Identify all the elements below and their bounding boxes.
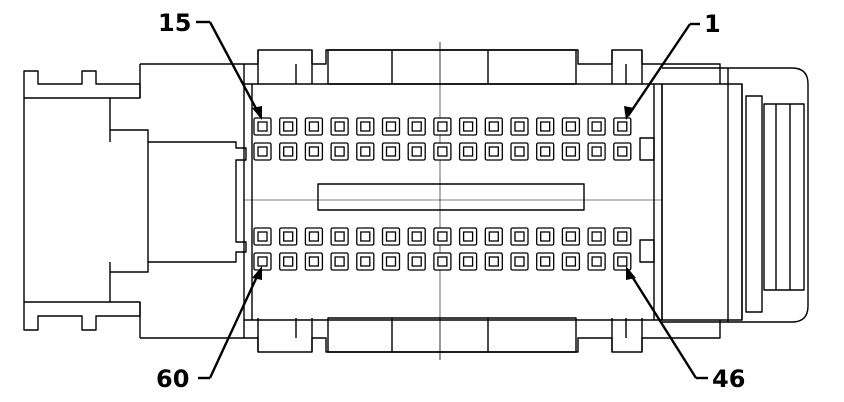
- pin-contact: [565, 256, 577, 267]
- pin-contact: [565, 146, 577, 157]
- pin-contact: [617, 146, 628, 157]
- pin-contact: [257, 256, 268, 267]
- pin-contact: [385, 231, 397, 242]
- pin-contact: [283, 256, 294, 267]
- bottom-flange: [140, 320, 721, 353]
- pin-contact: [257, 231, 268, 242]
- pin-contact: [591, 231, 602, 242]
- pin-contact: [591, 256, 602, 267]
- pin-contact: [360, 231, 371, 242]
- pin-contact: [437, 256, 448, 267]
- pin-contact: [334, 146, 345, 157]
- pin-contact: [334, 231, 345, 242]
- pin-contact: [385, 121, 397, 132]
- pin-contact: [283, 231, 294, 242]
- pin-contact: [540, 231, 551, 242]
- pin-contact: [488, 146, 499, 157]
- pin-contact: [462, 256, 474, 267]
- pin-contact: [411, 256, 422, 267]
- pin-contact: [308, 231, 320, 242]
- connector-body: [23, 42, 809, 360]
- pin-contact: [437, 121, 448, 132]
- pin-contact: [360, 121, 371, 132]
- latch-tab: [763, 103, 805, 291]
- pin-contact: [334, 256, 345, 267]
- pin-label-46: 46: [712, 365, 745, 393]
- pin-label-15: 15: [158, 9, 191, 37]
- pin-contact: [617, 121, 628, 132]
- pin-contact: [283, 146, 294, 157]
- callout-leaders: [196, 20, 708, 380]
- pin-contact: [591, 146, 602, 157]
- pin-contact: [565, 121, 577, 132]
- pin-contact: [540, 146, 551, 157]
- pin-contact: [565, 231, 577, 242]
- pin-contact: [514, 256, 525, 267]
- pin-contact: [257, 146, 268, 157]
- pin-contact: [385, 146, 397, 157]
- pin-contact: [437, 231, 448, 242]
- left-plug-outline: [23, 70, 247, 331]
- center-slot: [317, 183, 585, 211]
- pin-contact: [360, 256, 371, 267]
- pin-contact: [360, 146, 371, 157]
- pin-contact: [514, 146, 525, 157]
- pin-contact: [488, 231, 499, 242]
- pin-contact: [540, 256, 551, 267]
- pin-contact: [411, 121, 422, 132]
- pin-contact: [385, 256, 397, 267]
- pin-contact: [283, 121, 294, 132]
- pin-contact: [308, 121, 320, 132]
- pin-contact: [462, 146, 474, 157]
- pin-contact: [308, 256, 320, 267]
- pin-contact: [488, 121, 499, 132]
- arrowheads: [252, 106, 636, 280]
- pin-contact: [488, 256, 499, 267]
- latch-outline: [662, 67, 809, 323]
- pin-contact: [617, 256, 628, 267]
- pin-contact: [411, 146, 422, 157]
- pin-label-1: 1: [704, 10, 721, 38]
- pin-contact: [257, 121, 268, 132]
- pin-contact: [437, 146, 448, 157]
- pin-contact: [308, 146, 320, 157]
- pin-grid: [253, 117, 632, 271]
- pin-contact: [462, 121, 474, 132]
- pin-contact: [617, 231, 628, 242]
- pin-contact: [462, 231, 474, 242]
- pin-contact: [540, 121, 551, 132]
- pin-contact: [514, 231, 525, 242]
- pin-label-60: 60: [156, 365, 189, 393]
- pin-contact: [334, 121, 345, 132]
- pin-contact: [514, 121, 525, 132]
- pin-contact: [591, 121, 602, 132]
- pin-contact: [411, 231, 422, 242]
